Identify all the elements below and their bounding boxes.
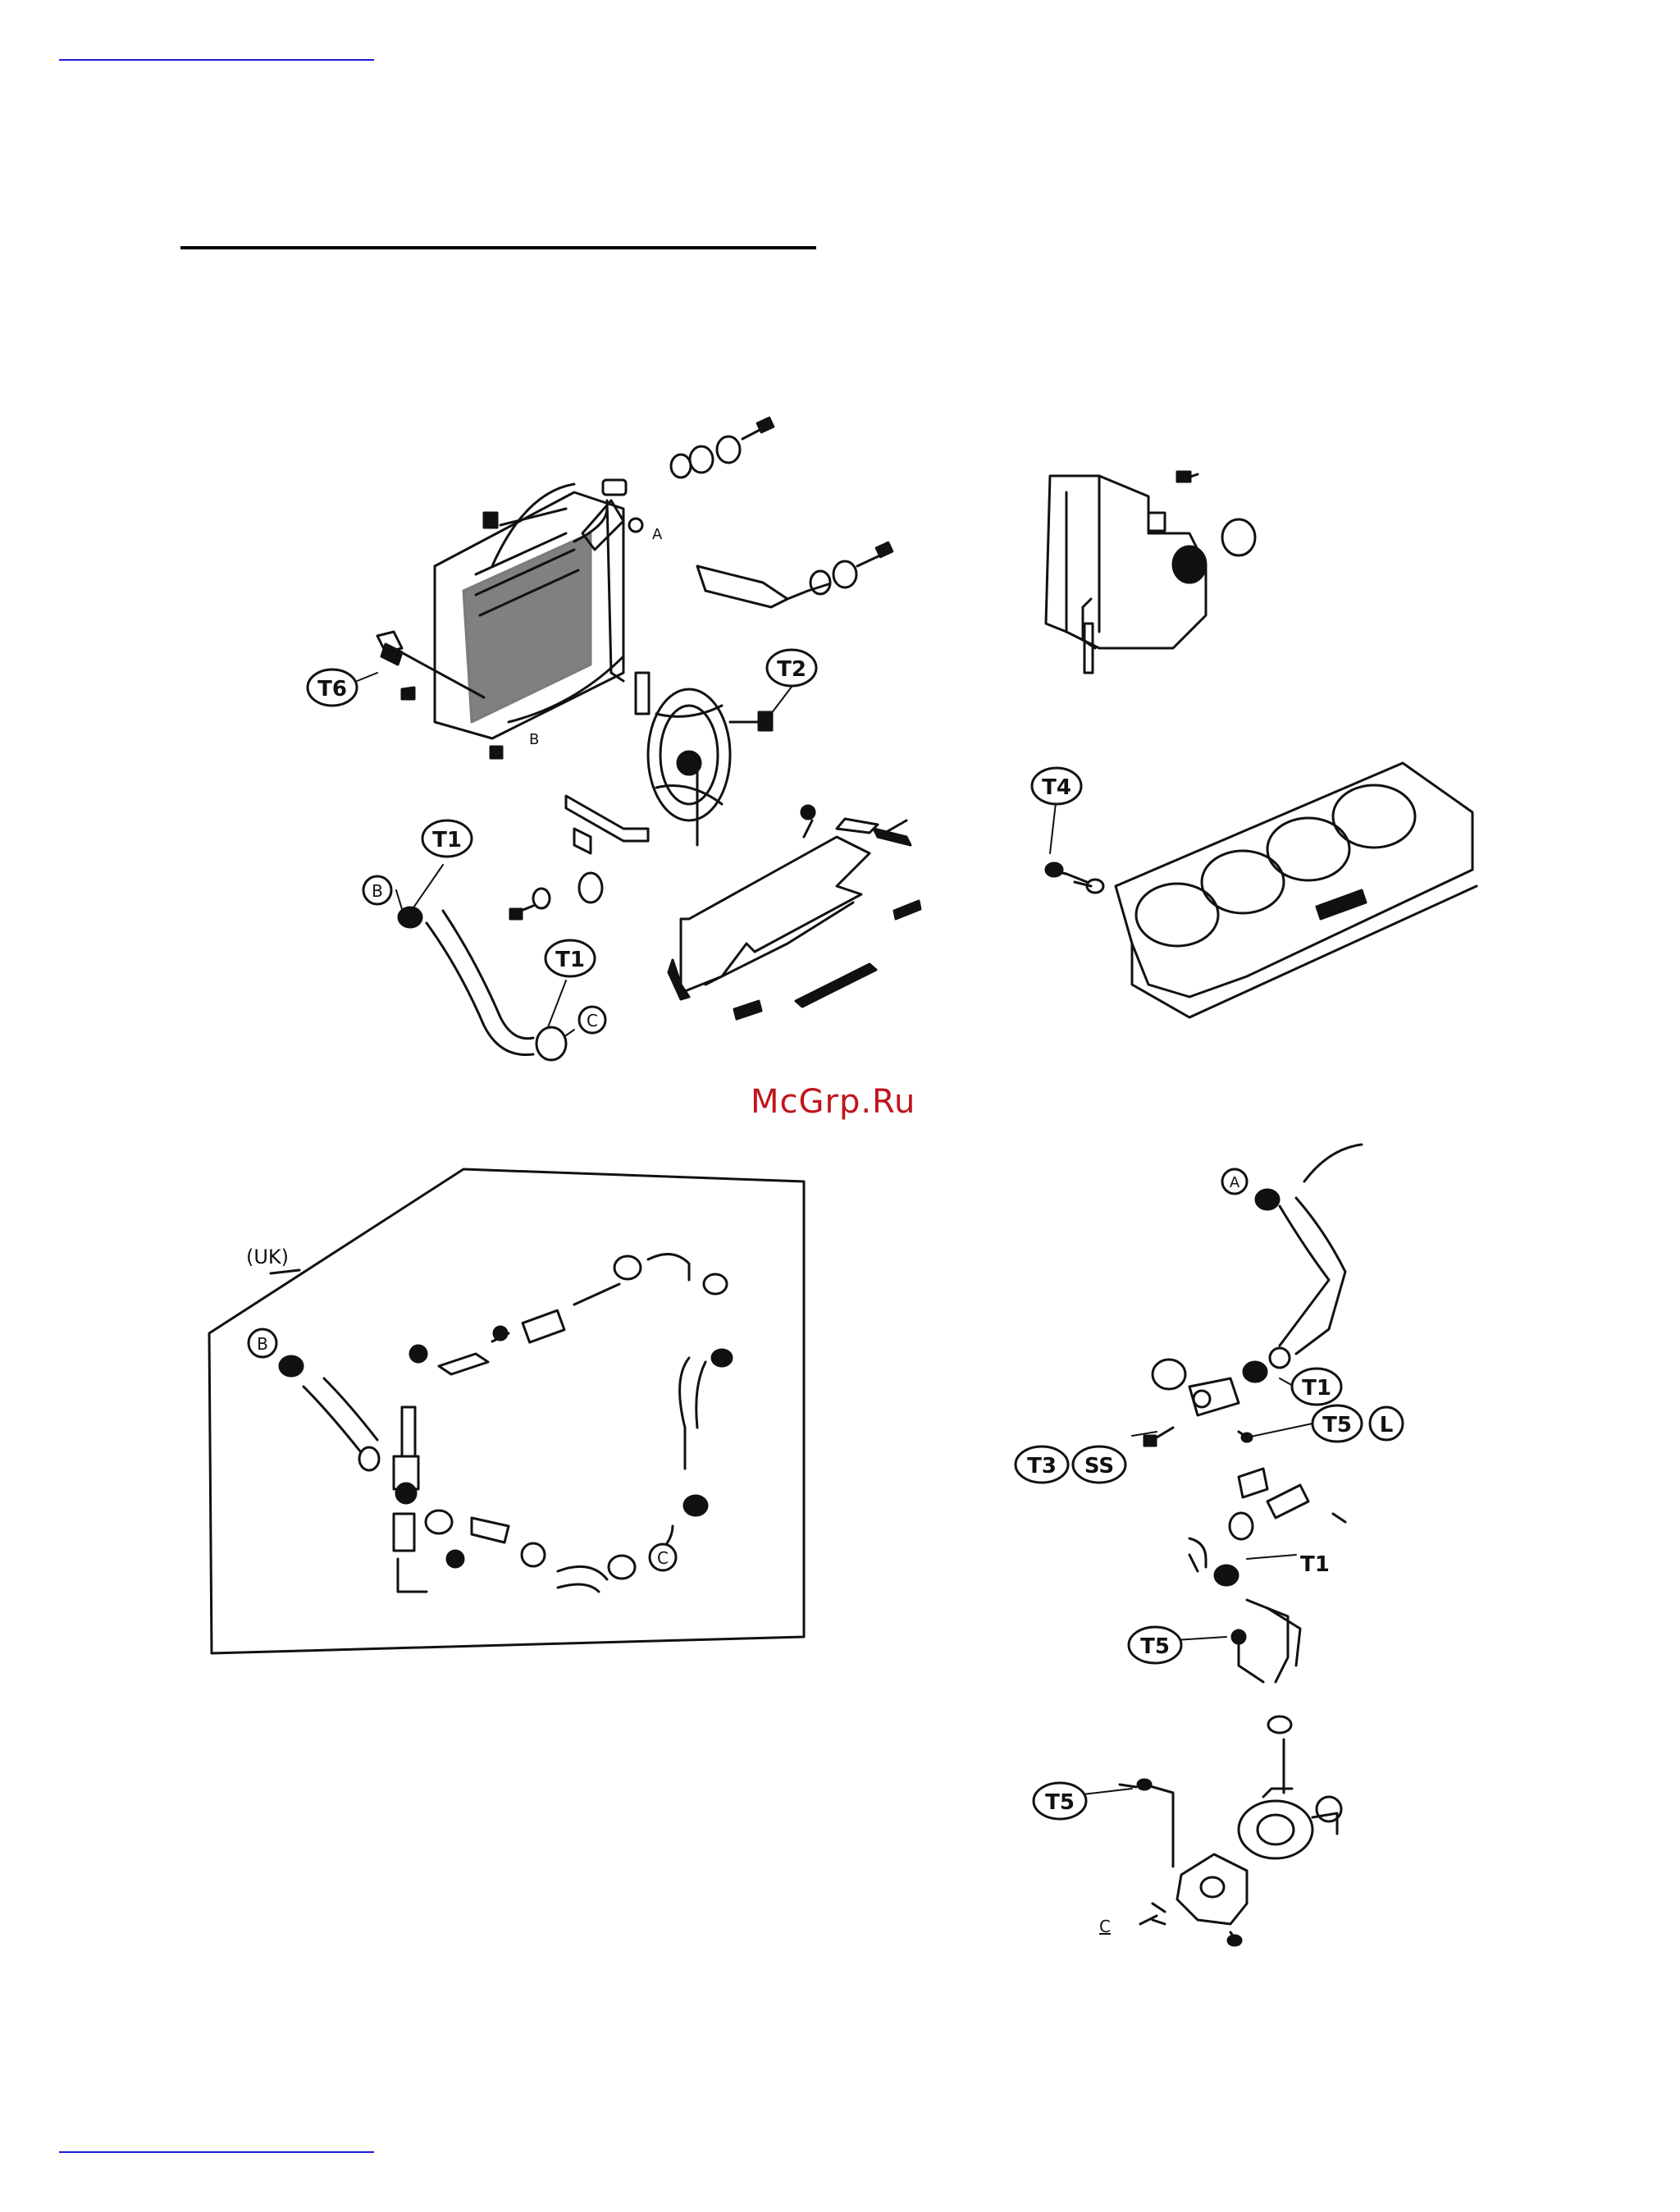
callout-c-left: C <box>579 1007 605 1033</box>
label-b: B <box>372 881 383 901</box>
radiator-assembly <box>377 480 642 758</box>
thermostat-and-pump <box>1120 1145 1362 1945</box>
label-t5: T5 <box>1322 1413 1352 1437</box>
uk-version-box <box>209 1169 804 1653</box>
label-b: B <box>257 1334 268 1354</box>
radiator-lower-hose <box>399 907 566 1060</box>
label-uk: (UK) <box>246 1245 289 1268</box>
label-c: C <box>587 1011 598 1031</box>
label-b-radiator: B <box>529 731 539 748</box>
lower-bracket <box>510 796 648 919</box>
callout-t3: T3 <box>1016 1446 1068 1483</box>
callout-t5-lower: T5 <box>1034 1783 1086 1819</box>
cylinder-block <box>1046 763 1477 1017</box>
watermark: McGrp.Ru <box>751 1083 915 1121</box>
callouts: T6 T2 T1 T1 B C A B T4 (UK) <box>246 526 1403 1936</box>
label-c-pump: C <box>1099 1917 1111 1936</box>
reservoir-tank <box>1046 472 1255 673</box>
callout-ss: SS <box>1073 1446 1125 1483</box>
label-a: A <box>1230 1174 1240 1191</box>
callout-t1-right-upper: T1 <box>1292 1369 1341 1405</box>
radiator-mount-hardware <box>636 418 892 714</box>
callout-t2: T2 <box>767 650 816 686</box>
callout-a-right: A <box>1222 1169 1247 1194</box>
callout-t1-lower: T1 <box>546 940 595 976</box>
callout-b-left: B <box>363 876 391 904</box>
label-t3: T3 <box>1027 1454 1057 1478</box>
callout-l: L <box>1370 1407 1403 1440</box>
callout-c-uk: C <box>650 1544 676 1570</box>
label-t1: T1 <box>432 828 462 852</box>
label-c: C <box>657 1548 669 1568</box>
label-a-radiator: A <box>652 526 663 543</box>
callout-t1-left: T1 <box>422 820 472 857</box>
label-t1-plain: T1 <box>1300 1552 1330 1577</box>
cooling-fan <box>648 689 772 845</box>
callout-t6: T6 <box>308 670 357 706</box>
label-t5: T5 <box>1140 1634 1170 1659</box>
label-t5: T5 <box>1045 1790 1075 1815</box>
label-t6: T6 <box>317 677 347 702</box>
callout-t4: T4 <box>1032 768 1081 804</box>
label-t2: T2 <box>777 657 806 682</box>
shroud-plate <box>669 806 920 1019</box>
label-ss: SS <box>1084 1454 1114 1478</box>
label-t1: T1 <box>1302 1376 1331 1401</box>
callout-t5-upper: T5 <box>1312 1405 1362 1442</box>
callout-t5-middle: T5 <box>1129 1627 1181 1663</box>
label-t4: T4 <box>1042 775 1071 800</box>
label-t1: T1 <box>555 948 585 972</box>
label-l: L <box>1380 1413 1394 1437</box>
callout-b-uk: B <box>249 1329 276 1357</box>
